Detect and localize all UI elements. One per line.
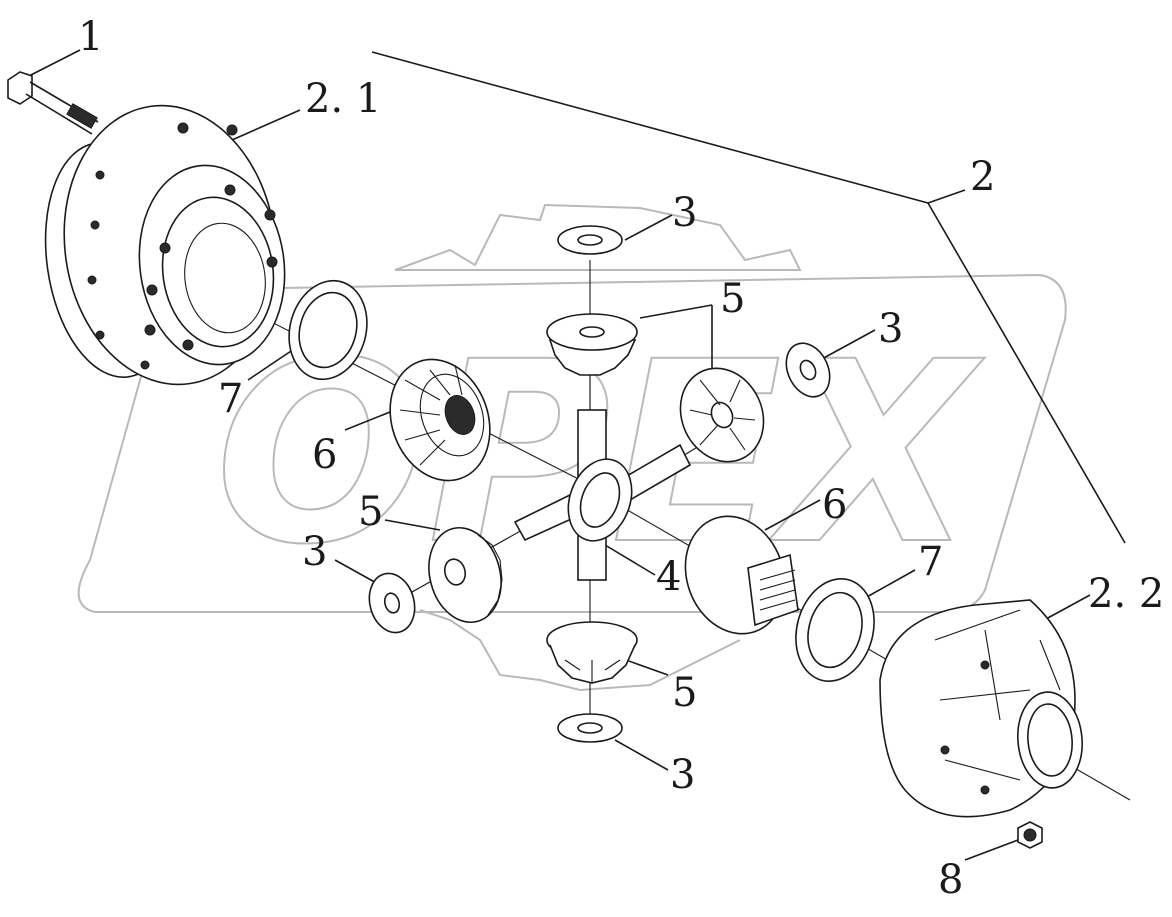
callout-3-bottom: 3 xyxy=(670,752,695,798)
callout-2: 2 xyxy=(970,154,995,200)
side-gear-right-part-6 xyxy=(684,515,799,635)
callout-5-left: 5 xyxy=(358,489,383,535)
thrust-washer-left-part-3 xyxy=(368,572,416,634)
callout-6-left: 6 xyxy=(312,432,337,478)
callout-7-left: 7 xyxy=(218,376,243,422)
callout-5-bottom: 5 xyxy=(672,670,697,716)
callout-1: 1 xyxy=(78,14,103,60)
bolt-part-1 xyxy=(7,71,99,135)
callout-3-right: 3 xyxy=(878,306,903,352)
callout-3-left: 3 xyxy=(302,529,327,575)
thrust-washer-top-part-3 xyxy=(557,225,623,255)
callout-5-top: 5 xyxy=(720,276,745,322)
case-half-part-2-2 xyxy=(879,599,1083,818)
pinion-gear-top-part-5 xyxy=(546,313,638,410)
callout-8: 8 xyxy=(938,857,963,903)
pinion-gear-bottom-part-5 xyxy=(546,621,638,684)
pinion-gear-right-part-5 xyxy=(679,367,765,463)
case-half-part-2-1 xyxy=(44,104,286,386)
callout-3-top: 3 xyxy=(672,190,697,236)
callout-2-1: 2. 1 xyxy=(305,76,381,122)
cross-spider-part-4 xyxy=(513,409,692,581)
thrust-washer-right-part-7 xyxy=(795,578,875,682)
thrust-washer-bottom-part-3 xyxy=(557,713,623,743)
callout-6-right: 6 xyxy=(822,482,847,528)
side-gear-left-part-6 xyxy=(389,358,491,482)
callout-labels: 1 2. 1 2 3 5 3 7 6 5 6 3 4 7 2. 2 5 3 8 xyxy=(78,14,1164,903)
callout-4: 4 xyxy=(656,554,681,600)
nut-part-8 xyxy=(1017,821,1043,849)
callout-2-2: 2. 2 xyxy=(1088,571,1164,617)
thrust-washer-right-part-3 xyxy=(785,342,831,398)
pinion-gear-left-part-5 xyxy=(428,526,503,624)
callout-7-right: 7 xyxy=(918,539,943,585)
thrust-washer-left-part-7 xyxy=(288,279,368,381)
